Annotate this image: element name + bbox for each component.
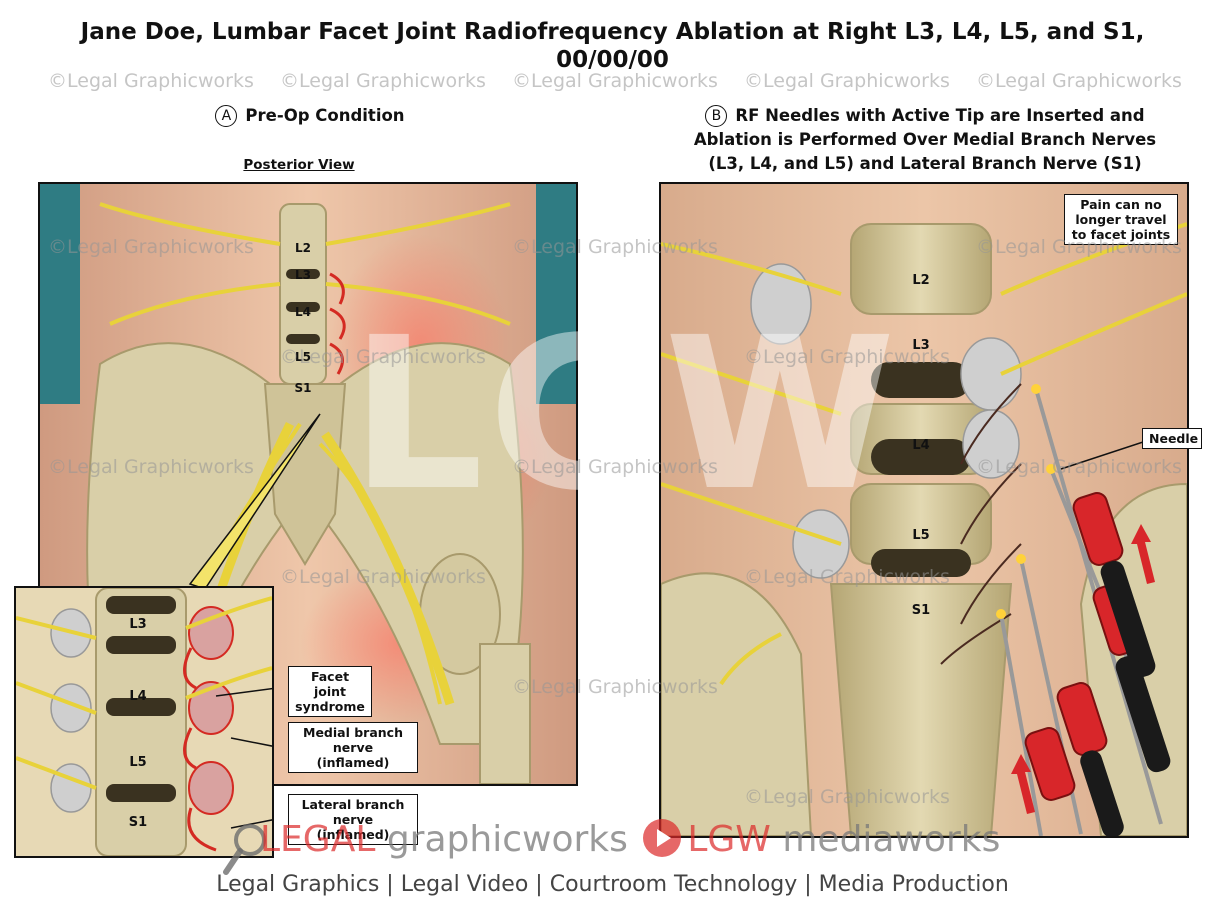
- drape-right: [536, 184, 576, 404]
- vertebra-label-b: S1: [912, 603, 930, 618]
- leader-medial: [230, 737, 272, 747]
- brand-legal: LEGAL: [260, 819, 376, 860]
- drape-left: [40, 184, 80, 404]
- rf-needles: [996, 384, 1171, 836]
- brand-mediaworks: mediaworks: [770, 819, 1001, 860]
- facet-left-l5: [50, 763, 92, 813]
- inset-disc-l4: [106, 698, 176, 716]
- vertebra-label: L4: [295, 305, 311, 319]
- leader-facet: [215, 687, 272, 697]
- inflamed-facet-l5: [188, 761, 234, 815]
- vertebra-label-b: L2: [912, 273, 929, 288]
- page-title: Jane Doe, Lumbar Facet Joint Radiofreque…: [0, 18, 1225, 74]
- panel-a-letter-icon: A: [215, 105, 238, 127]
- sacrum-b: [829, 583, 1013, 836]
- panel-b-heading-line-3: (L3, L4, and L5) and Lateral Branch Nerv…: [708, 154, 1142, 173]
- leader-lateral: [230, 819, 272, 829]
- panel-a-heading-text: Pre-Op Condition: [245, 106, 405, 125]
- inset-inflamed-nerves: [183, 647, 217, 852]
- play-icon: [643, 819, 682, 857]
- facet-b: [792, 509, 850, 579]
- panel-a-subheading: Posterior View: [243, 157, 355, 173]
- disc-l4-b: [871, 439, 971, 475]
- needle-cable: [1080, 750, 1124, 836]
- active-tip: [1031, 384, 1041, 394]
- inset-nerves: [16, 596, 272, 790]
- brand-graphicworks: graphicworks: [375, 819, 628, 860]
- facet-b: [750, 263, 812, 345]
- disc-l5-b: [871, 549, 971, 577]
- inset-svg: L3 L4 L5 S1: [16, 588, 272, 856]
- footer-brand: LEGAL graphicworks LGW mediaworks: [260, 814, 1000, 866]
- nerve-branches-b: [661, 222, 1187, 686]
- facet-left-l4: [50, 683, 92, 733]
- brand-lgw: LGW: [687, 819, 771, 860]
- title-line-1: Jane Doe, Lumbar Facet Joint Radiofreque…: [80, 19, 1145, 45]
- panel-b-letter-icon: B: [705, 105, 728, 127]
- callout-facet-joint-syndrome: Facet joint syndrome: [288, 666, 372, 717]
- disc-l3: [286, 269, 320, 279]
- disc-l3-b: [871, 362, 971, 398]
- title-line-2: 00/00/00: [556, 47, 669, 73]
- active-tip: [996, 609, 1006, 619]
- needle-cable: [1115, 655, 1171, 773]
- callout-needle: Needle: [1142, 428, 1202, 449]
- needle-shaft: [999, 613, 1043, 836]
- inflamed-facets: [329, 272, 346, 375]
- inset-disc-l5: [106, 784, 176, 802]
- vertebra-label: L3: [295, 268, 311, 282]
- inset-vertebra-label: L5: [129, 755, 146, 770]
- ablated-nerves: [940, 383, 1022, 665]
- inset-vertebra-label: L3: [129, 617, 146, 632]
- panel-b-svg: L2 L3 L4 L5 S1: [661, 184, 1187, 836]
- inset-vertebra-label: S1: [129, 815, 147, 830]
- inset-vertebra-label: L4: [129, 689, 146, 704]
- facet-b: [962, 409, 1020, 479]
- footer-tagline: Legal Graphics | Legal Video | Courtroom…: [216, 872, 1009, 897]
- vertebra-label: S1: [295, 381, 312, 395]
- facet-b: [960, 337, 1022, 411]
- panel-a-inset: L3 L4 L5 S1: [14, 586, 274, 858]
- vertebra-label-b: L3: [912, 338, 929, 353]
- femur: [479, 643, 531, 784]
- leader-needle: [1060, 440, 1147, 470]
- vertebra-l2-b: [850, 223, 992, 315]
- panel-a-heading: A Pre-Op Condition: [180, 104, 440, 128]
- vertebra-label: L2: [295, 241, 311, 255]
- callout-pain-no-longer-travel: Pain can no longer travel to facet joint…: [1064, 194, 1178, 245]
- magnifier-icon: [223, 824, 266, 875]
- needle-handle: [1024, 727, 1076, 801]
- nerve-branches: [99, 202, 511, 705]
- vertebra-label: L5: [295, 350, 311, 364]
- insertion-arrow-icon: [1131, 524, 1155, 584]
- active-tip: [1046, 464, 1056, 474]
- inflamed-facet-l3: [188, 606, 234, 660]
- panel-b-illustration: L2 L3 L4 L5 S1: [659, 182, 1189, 838]
- vertebra-label-b: L4: [912, 438, 929, 453]
- vertebra-label-b: L5: [912, 528, 929, 543]
- inset-disc-l3: [106, 596, 176, 614]
- inset-disc-l3b: [106, 636, 176, 654]
- active-tip: [1016, 554, 1026, 564]
- disc-l4: [286, 302, 320, 312]
- sciatic-nerve-right: [321, 431, 455, 706]
- panel-b-heading-line-2: Ablation is Performed Over Medial Branch…: [693, 130, 1157, 149]
- insertion-arrow-icon: [1011, 754, 1035, 814]
- needle-cable: [1100, 560, 1156, 678]
- disc-l5: [286, 334, 320, 344]
- callout-medial-branch-nerve: Medial branch nerve (inflamed): [288, 722, 418, 773]
- callout-lateral-branch-nerve: Lateral branch nerve (inflamed): [288, 794, 418, 845]
